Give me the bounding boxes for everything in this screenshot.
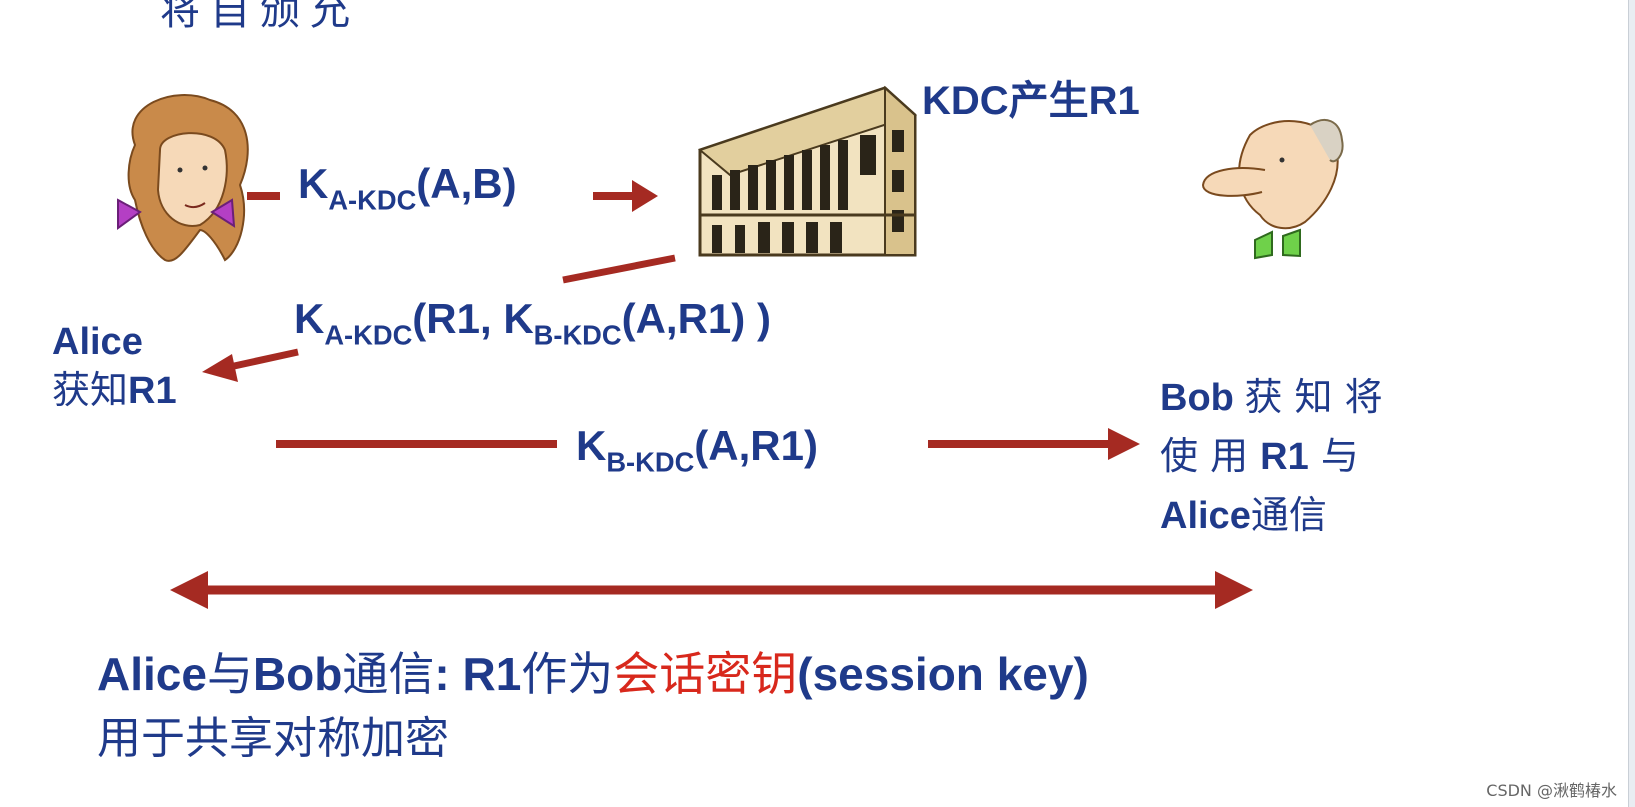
bottom-caption-line2: 用于共享对称加密 — [97, 713, 449, 764]
msg-alice-to-bob: KB-KDC(A,R1) — [576, 422, 818, 478]
watermark: CSDN @湫鹤椿水 — [1486, 781, 1617, 800]
alice-label: Alice 获知R1 — [52, 321, 177, 412]
kdc-to-alice-arrowhead — [202, 354, 238, 382]
window-edge — [1628, 0, 1635, 807]
msg-alice-to-kdc: KA-KDC(A,B) — [298, 160, 517, 216]
bottom-caption-line1: Alice与Bob通信: R1作为会话密钥(session key) — [97, 647, 1089, 701]
bob-figure — [1201, 119, 1344, 260]
session-key-highlight: 会话密钥 — [613, 647, 798, 701]
alice-to-kdc-arrowhead — [632, 180, 658, 212]
alice-to-bob-arrowhead — [1108, 428, 1140, 460]
bob-label: Bob 获 知 将 使 用 R1 与 Alice通信 — [1160, 375, 1383, 537]
kdc-building — [697, 85, 917, 257]
top-cut-text: 将自颁允 — [160, 0, 360, 34]
kdc-to-alice-line — [562, 254, 676, 284]
kdc-label: KDC产生R1 — [922, 79, 1140, 123]
msg-kdc-to-alice: KA-KDC(R1, KB-KDC(A,R1) ) — [294, 295, 771, 351]
alice-figure — [117, 94, 249, 262]
